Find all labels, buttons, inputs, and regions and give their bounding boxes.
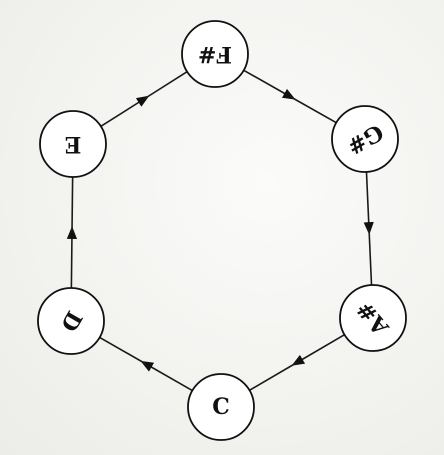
edge-layer: [71, 70, 371, 390]
edge-d-to-e: [72, 177, 73, 233]
edge-asharp-to-c: [249, 363, 297, 391]
node-e: E: [40, 111, 106, 177]
edge-gsharp-to-asharp: [369, 229, 372, 286]
edge-d-to-e-arrow: [71, 233, 72, 289]
node-c-label: C: [212, 394, 230, 420]
edge-e-to-fsharp: [144, 72, 187, 99]
node-fsharp: F#: [182, 21, 248, 87]
edge-fsharp-to-gsharp-arrow: [244, 70, 290, 96]
edge-c-to-d: [100, 337, 146, 364]
edge-fsharp-to-gsharp: [290, 97, 336, 123]
node-d: D: [38, 288, 104, 354]
node-c: C: [188, 374, 254, 440]
edge-e-to-fsharp-arrow: [101, 99, 144, 126]
edge-gsharp-to-asharp-arrow: [366, 172, 369, 229]
node-gsharp: G#: [332, 106, 398, 172]
edge-c-to-d-arrow: [146, 364, 192, 391]
node-fsharp-label: F#: [198, 41, 232, 67]
edge-asharp-to-c-arrow: [297, 335, 345, 363]
node-e-label: E: [65, 131, 82, 157]
node-layer: F# G# A# C D E: [38, 21, 406, 440]
node-asharp: A#: [340, 285, 406, 351]
